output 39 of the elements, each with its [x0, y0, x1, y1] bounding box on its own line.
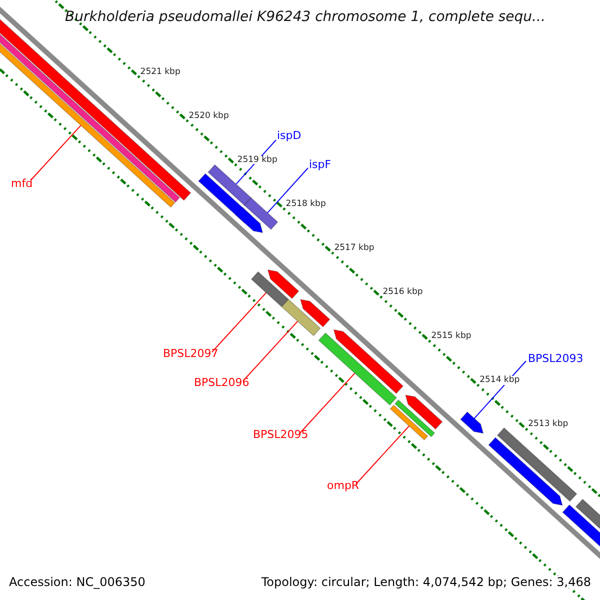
gene-feature [244, 197, 278, 230]
gene-label: BPSL2097 [163, 348, 218, 359]
tick-label: 2514 kbp [480, 376, 520, 385]
gene-feature [300, 299, 330, 328]
gene-feature [390, 404, 428, 440]
gene-feature [281, 298, 321, 336]
gene-feature [405, 394, 443, 430]
gene-feature [267, 269, 300, 300]
gene-feature [208, 164, 252, 206]
leader-line [356, 426, 410, 484]
gene-label: ispD [277, 130, 302, 141]
gene-label: BPSL2093 [528, 353, 584, 364]
tick-label: 2520 kbp [188, 112, 229, 120]
gene-feature [333, 329, 404, 394]
gene-feature [496, 427, 578, 502]
gene-feature [488, 437, 563, 506]
leader-line [300, 372, 356, 434]
gene-feature [250, 271, 290, 308]
tick-label: 2516 kbp [382, 288, 423, 297]
footer-text: Topology: circular; Length: 4,074,542 bp; Genes: 3,468 [261, 576, 591, 588]
title: Burkholderia pseudomallei K96243 chromosome 1, complete sequ... [65, 10, 546, 24]
gene-label: BPSL2096 [194, 377, 250, 388]
gene-label: mfd [11, 178, 33, 189]
gene-label: BPSL2095 [253, 429, 308, 440]
tick-label: 2519 kbp [237, 156, 278, 164]
leader-line [242, 320, 298, 382]
gene-label: ompR [327, 480, 360, 491]
tick-label: 2517 kbp [334, 244, 374, 253]
gene-feature [235, 206, 264, 234]
gene-feature [460, 411, 484, 434]
gene-feature [394, 399, 436, 438]
gene-feature [318, 332, 398, 406]
tick-label: 2515 kbp [431, 332, 472, 341]
gene-label: ispF [309, 159, 332, 170]
leader-line [30, 124, 82, 180]
tick-label: 2513 kbp [528, 420, 568, 429]
footer-text: Accession: NC_006350 [9, 576, 146, 588]
tick-label: 2518 kbp [286, 200, 326, 208]
tick-label: 2521 kbp [140, 68, 180, 76]
